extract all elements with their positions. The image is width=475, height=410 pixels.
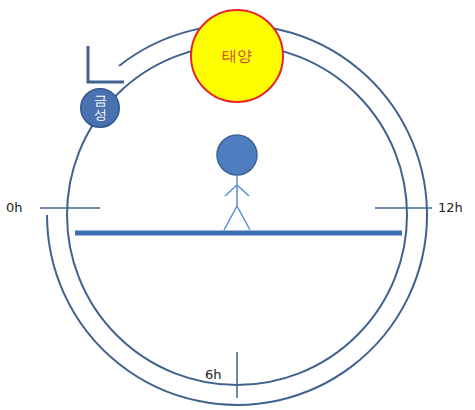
observer-body [224,175,250,230]
hour-tick [40,207,100,209]
venus-circle: 금성 [80,88,120,128]
hour-label: 12h [438,200,463,215]
arrow-head [88,46,124,82]
horizon-line [75,231,402,236]
hour-tick [236,352,238,398]
sun-circle: 태양 [190,9,284,103]
body-label: 금성 [94,94,107,123]
observer-head [217,135,257,175]
hour-label: 0h [6,200,23,215]
hour-label: 6h [205,367,222,382]
body-label: 태양 [222,47,252,66]
hour-tick [375,207,432,209]
